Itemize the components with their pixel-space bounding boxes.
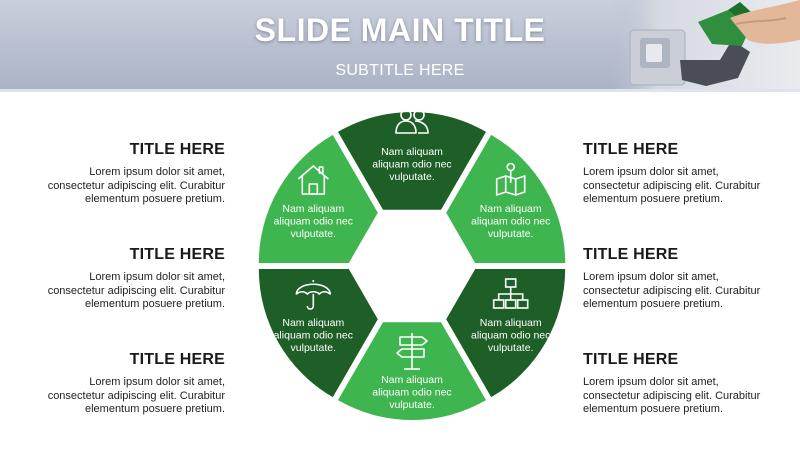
slide-header: SLIDE MAIN TITLE SUBTITLE HERE [0,0,800,92]
segment-caption-line: vulputate. [291,228,337,240]
right-text-block-1: TITLE HERE Lorem ipsum dolor sit amet,co… [583,141,783,207]
left-text-block-1: TITLE HERE Lorem ipsum dolor sit amet,co… [25,141,225,207]
segment-caption-line: aliquam odio nec [372,159,451,171]
segment-shape [338,111,486,210]
block-title: TITLE HERE [129,246,225,263]
segment-shape [258,134,378,263]
block-title: TITLE HERE [129,141,225,158]
segment-shape [446,134,566,263]
right-text-block-3: TITLE HERE Lorem ipsum dolor sit amet,co… [583,351,783,417]
fuel-nozzle-photo [610,0,800,92]
segment-caption-line: vulputate. [389,399,435,411]
segment-caption-line: aliquam odio nec [471,330,550,342]
segment-caption-line: Nam aliquam [480,203,542,215]
block-body: Lorem ipsum dolor sit amet,consectetur a… [47,166,225,205]
segment-caption-line: Nam aliquam [381,146,443,158]
block-title: TITLE HERE [583,351,679,368]
slide-title: SLIDE MAIN TITLE [254,12,546,48]
segment-caption-line: aliquam odio nec [274,330,353,342]
segment-caption-line: Nam aliquam [480,317,542,329]
segment-caption-line: Nam aliquam [282,203,344,215]
segment-caption-line: aliquam odio nec [274,216,353,228]
segment-shape [338,322,486,420]
block-body: Lorem ipsum dolor sit amet,consectetur a… [583,271,761,310]
right-text-block-2: TITLE HERE Lorem ipsum dolor sit amet,co… [583,246,783,312]
block-title: TITLE HERE [583,246,679,263]
block-body: Lorem ipsum dolor sit amet,consectetur a… [583,376,761,415]
segment-caption-line: aliquam odio nec [372,387,451,399]
slide-subtitle: SUBTITLE HERE [335,62,465,79]
segment-caption-line: vulputate. [291,342,337,354]
block-title: TITLE HERE [129,351,225,368]
left-text-block-2: TITLE HERE Lorem ipsum dolor sit amet,co… [25,246,225,312]
segment-caption-line: vulputate. [488,342,534,354]
block-body: Lorem ipsum dolor sit amet,consectetur a… [47,376,225,415]
segment-caption-line: Nam aliquam [381,374,443,386]
segment-shape [446,269,566,398]
block-body: Lorem ipsum dolor sit amet,consectetur a… [583,166,761,205]
block-title: TITLE HERE [583,141,679,158]
segment-caption-line: aliquam odio nec [471,216,550,228]
left-text-block-3: TITLE HERE Lorem ipsum dolor sit amet,co… [25,351,225,417]
segment-caption-line: vulputate. [389,171,435,183]
segment-shape [258,269,378,398]
segment-caption-line: vulputate. [488,228,534,240]
segment-caption-line: Nam aliquam [282,317,344,329]
block-body: Lorem ipsum dolor sit amet,consectetur a… [47,271,225,310]
